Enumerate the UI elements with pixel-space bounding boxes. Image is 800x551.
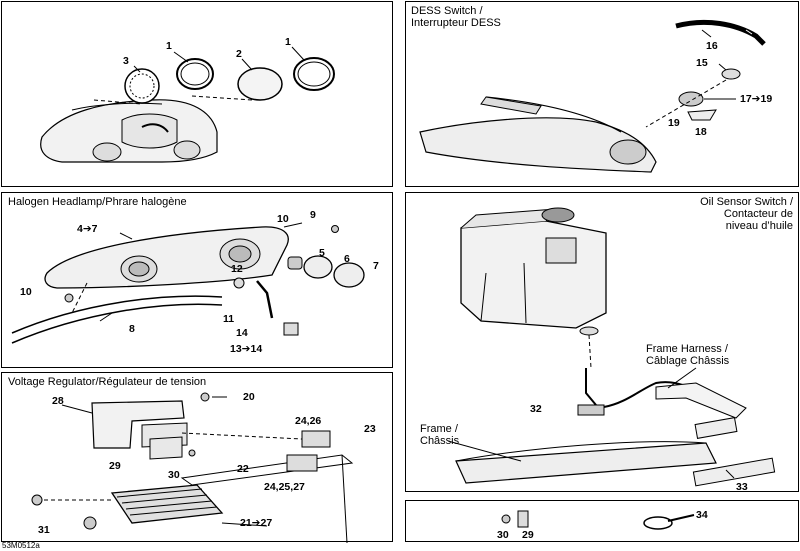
headlamp-label-12: 12 (231, 263, 243, 275)
oil-frame-label: Frame / Châssis (420, 423, 460, 447)
headlamp-label-13-14: 13➔14 (230, 343, 263, 355)
headlamp-label-9: 9 (310, 209, 316, 221)
gauge-cluster-drawing (40, 46, 335, 163)
small-label-29: 29 (522, 529, 534, 541)
headlamp-title: Halogen Headlamp/Phrare halogène (8, 196, 187, 208)
headlamp-label-5: 5 (319, 247, 325, 259)
dess-label-18: 18 (695, 126, 707, 138)
oil-label-32: 32 (530, 403, 542, 415)
headlamp-label-7: 7 (373, 260, 379, 272)
headlamp-label-11: 11 (223, 313, 235, 325)
gauge-label-2: 2 (236, 48, 242, 60)
voltage-label-24-26: 24,26 (295, 415, 322, 427)
dess-label-15: 15 (696, 57, 708, 69)
small-label-30: 30 (497, 529, 509, 541)
small-label-34: 34 (696, 509, 708, 521)
voltage-label-23: 23 (364, 423, 376, 435)
dess-title: DESS Switch / Interrupteur DESS (411, 5, 501, 29)
oil-frame-harness-label: Frame Harness / Câblage Châssis (646, 343, 730, 367)
headlamp-label-6: 6 (344, 253, 350, 265)
headlamp-label-14: 14 (236, 327, 248, 339)
voltage-label-29: 29 (109, 460, 121, 472)
dess-label-16: 16 (706, 40, 718, 52)
panel-gauge-cluster: 1 2 3 1 (1, 1, 393, 187)
voltage-label-21-27: 21➔27 (240, 517, 273, 529)
voltage-label-28: 28 (52, 395, 64, 407)
panel-voltage-regulator: Voltage Regulator/Régulateur de tension … (1, 372, 393, 543)
dess-drawing (419, 19, 766, 173)
headlamp-label-10a: 10 (277, 213, 289, 225)
voltage-label-30: 30 (168, 469, 180, 481)
gauge-label-1a: 1 (166, 40, 172, 52)
headlamp-drawing (11, 222, 365, 344)
gauge-label-1b: 1 (285, 36, 291, 48)
voltage-drawing (31, 392, 354, 543)
voltage-title: Voltage Regulator/Régulateur de tension (8, 376, 207, 388)
oil-label-33: 33 (736, 481, 748, 493)
small-parts-drawing (501, 510, 695, 530)
document-code: 53M0512a (2, 541, 40, 550)
voltage-label-24-25-27: 24,25,27 (264, 481, 305, 493)
voltage-label-31: 31 (38, 524, 50, 536)
headlamp-label-10b: 10 (20, 286, 32, 298)
dess-label-17-19: 17➔19 (740, 93, 773, 105)
panel-oil-sensor: Oil Sensor Switch / Contacteur de niveau… (405, 192, 799, 493)
panel-halogen-headlamp: Halogen Headlamp/Phrare halogène 4➔7 10 … (1, 192, 393, 368)
oil-drawing (447, 207, 776, 487)
dess-label-19: 19 (668, 117, 680, 129)
voltage-label-20: 20 (243, 391, 255, 403)
panel-dess-switch: DESS Switch / Interrupteur DESS 16 15 17… (405, 1, 799, 187)
gauge-label-3: 3 (123, 55, 129, 67)
headlamp-label-4-7: 4➔7 (77, 223, 98, 235)
headlamp-label-8: 8 (129, 323, 135, 335)
voltage-label-22: 22 (237, 463, 249, 475)
oil-title: Oil Sensor Switch / Contacteur de niveau… (700, 196, 793, 232)
panel-small-parts: 30 29 34 (405, 500, 799, 542)
